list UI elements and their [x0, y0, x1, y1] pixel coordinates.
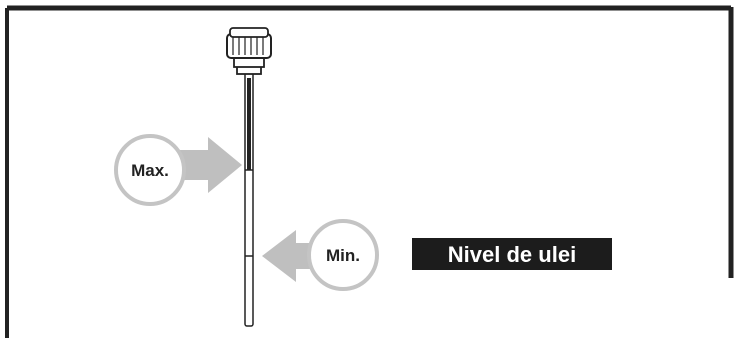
max-marker: Max.: [114, 134, 186, 206]
arrow-right-icon: [178, 137, 242, 193]
min-marker: Min.: [307, 219, 379, 291]
min-label: Min.: [326, 246, 360, 265]
dipstick-icon: [244, 69, 254, 327]
max-label: Max.: [131, 161, 169, 180]
dipstick-cap-icon: [226, 27, 272, 75]
arrow-left-icon: [262, 230, 322, 282]
oil-level-label: Nivel de ulei: [412, 238, 612, 270]
oil-level-title: Nivel de ulei: [448, 242, 576, 267]
